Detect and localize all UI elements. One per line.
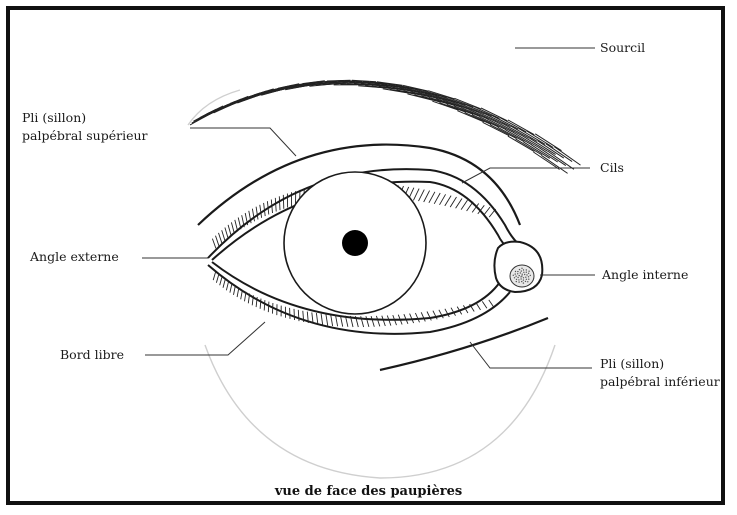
pupil	[342, 230, 368, 256]
label-pli-superieur-line1: Pli (sillon)	[22, 110, 86, 126]
leader-pli-inferieur	[470, 342, 592, 368]
leader-pli-superieur	[190, 128, 296, 156]
label-bord-libre: Bord libre	[60, 347, 124, 363]
label-angle-interne: Angle interne	[602, 267, 688, 283]
leader-bord-libre	[145, 322, 265, 355]
label-pli-inferieur-line1: Pli (sillon)	[600, 356, 664, 372]
label-sourcil: Sourcil	[600, 40, 645, 56]
label-cils: Cils	[600, 160, 624, 176]
label-angle-externe: Angle externe	[30, 249, 119, 265]
label-pli-superieur-line2: palpébral supérieur	[22, 128, 148, 144]
eyebrow	[190, 80, 581, 173]
label-pli-inferieur-line2: palpébral inférieur	[600, 374, 720, 390]
lower-lid-fold	[380, 318, 548, 370]
diagram-caption: vue de face des paupières	[0, 484, 737, 499]
